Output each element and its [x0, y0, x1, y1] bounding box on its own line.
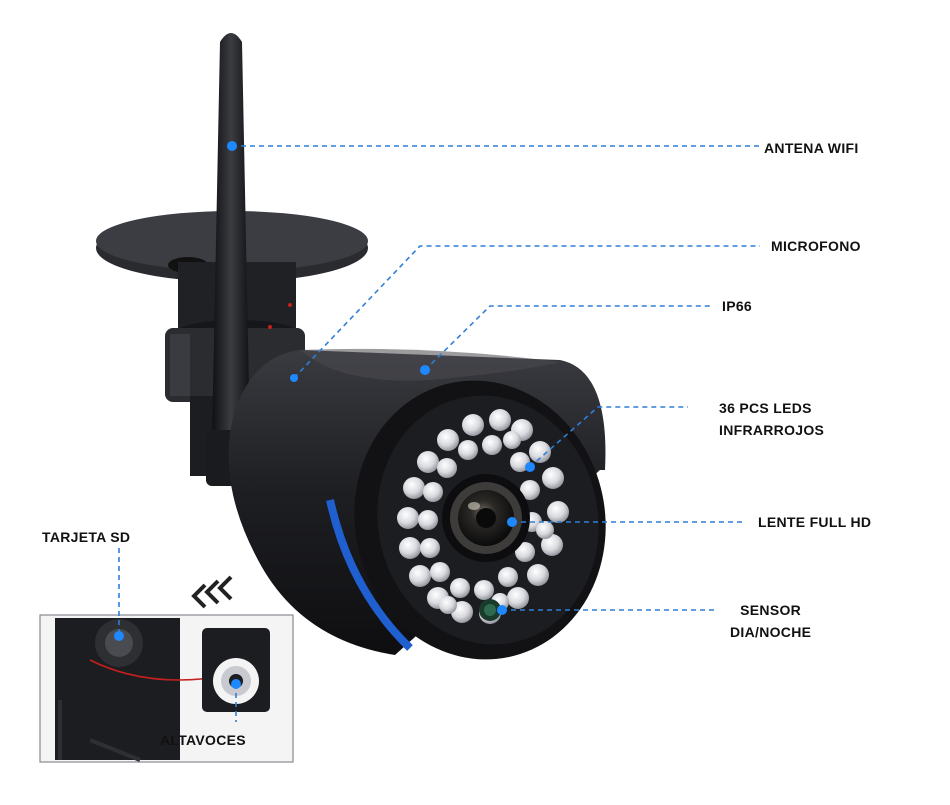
dot-altavoces: [231, 679, 241, 689]
label-altavoces: ALTAVOCES: [160, 732, 246, 748]
dot-microfono: [290, 374, 298, 382]
label-leds: 36 PCS LEDS INFRARROJOS: [719, 397, 824, 441]
day-night-sensor: [479, 599, 501, 621]
dot-antena: [227, 141, 237, 151]
leader-lines: [118, 145, 760, 722]
ir-led-ring: [397, 409, 569, 624]
label-sensor: SENSOR DIA/NOCHE: [730, 599, 811, 643]
camera-lens: [442, 474, 530, 562]
triple-chevron-left-icon: [191, 575, 233, 609]
label-leds-line2: INFRARROJOS: [719, 422, 825, 438]
leader-leds: [529, 406, 688, 468]
leader-ip66: [424, 305, 710, 371]
label-lente-full-hd: LENTE FULL HD: [758, 514, 872, 530]
label-microfono: MICROFONO: [771, 238, 861, 254]
dot-ip66: [420, 365, 430, 375]
label-leds-line1: 36 PCS LEDS: [719, 400, 812, 416]
marker-dots: [114, 141, 535, 689]
label-ip66: IP66: [722, 298, 752, 314]
dot-tarjeta: [114, 631, 124, 641]
label-tarjeta-sd: TARJETA SD: [42, 529, 131, 545]
dot-leds: [525, 462, 535, 472]
label-antena-wifi: ANTENA WIFI: [764, 140, 859, 156]
dot-lente: [507, 517, 517, 527]
leader-microfono: [293, 245, 760, 379]
dot-sensor: [497, 605, 507, 615]
label-sensor-line2: DIA/NOCHE: [730, 624, 812, 640]
inset-panel: [39, 614, 294, 763]
label-sensor-line1: SENSOR: [740, 602, 802, 618]
